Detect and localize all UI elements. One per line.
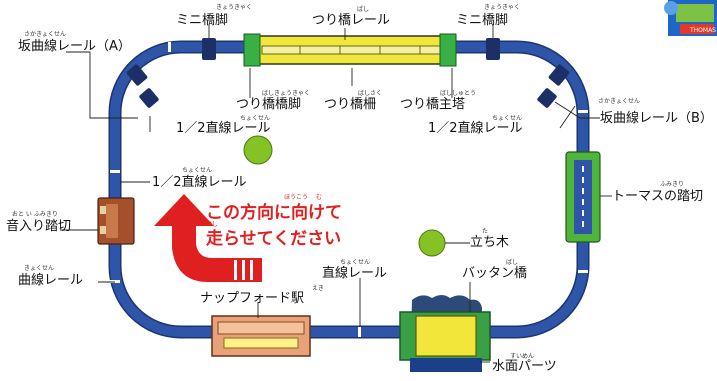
label-straight-rail: 直線レール (322, 265, 387, 281)
water-surface (410, 358, 482, 372)
label-half-straight-left: 1／2直線レール (176, 120, 271, 136)
label-ruby: ふみきり (660, 181, 684, 188)
label-sound-crossing: 音入り踏切 (6, 218, 71, 234)
label-ruby: ばし (506, 258, 518, 266)
direction-ruby-1: ほうこう (284, 194, 308, 201)
label-water-parts: 水面パーツ (492, 359, 557, 374)
slope-pier-right-2 (537, 88, 557, 108)
label-mini-pier-left: ミニ橋脚 (176, 12, 228, 28)
label-mini-pier-right: ミニ橋脚 (456, 12, 508, 28)
mini-pier-left (202, 38, 216, 60)
leader-lines (60, 24, 612, 363)
tree-top (243, 135, 273, 165)
product-box-image: THOMAS (664, 0, 717, 36)
label-ruby: ばしきょうきゃく (262, 89, 310, 97)
label-ruby: さかきょくせん (598, 98, 640, 105)
label-batan-bridge: バッタン橋 (462, 266, 527, 281)
label-ruby: ちょくせん (492, 115, 522, 122)
direction-text-line2: 走らせてください (206, 228, 341, 249)
label-half-straight-right: 1／2直線レール (428, 120, 523, 136)
label-slope-curve-a: 坂曲線レール（A） (18, 38, 131, 54)
direction-arrow (154, 194, 262, 282)
joint (110, 170, 120, 173)
joint (578, 270, 588, 273)
label-ruby: ちょくせん (240, 115, 270, 122)
label-ruby: えき (312, 285, 324, 292)
label-ruby: きょうきゃく (484, 4, 520, 11)
bridge-tower-right (439, 33, 457, 67)
joint (110, 280, 120, 283)
label-bridge-railing: つり橋柵 (324, 97, 376, 112)
suspension-bridge (243, 33, 457, 67)
joint (358, 327, 361, 337)
label-standing-tree: 立ち木 (470, 235, 509, 250)
label-ruby: きょくせん (24, 265, 54, 272)
sound-crossing (97, 197, 135, 245)
direction-ruby-3: はし (206, 221, 218, 228)
label-curve-rail: 曲線レール (18, 272, 83, 288)
product-box-label: THOMAS (689, 27, 716, 34)
label-ruby: きょうきゃく (216, 4, 252, 11)
tree-right (418, 229, 446, 257)
slope-pier-right (548, 64, 570, 86)
label-ruby: ばししゅとう (440, 89, 476, 97)
bridge-tower-left (243, 33, 261, 67)
knapford-station (211, 315, 311, 357)
label-ruby: た (482, 228, 488, 235)
slope-pier-left (126, 64, 148, 86)
label-slope-curve-b: 坂曲線レール（B） (600, 110, 713, 126)
label-ruby: ちょくせん (340, 259, 370, 266)
label-ruby: ばしさく (358, 89, 382, 97)
label-ruby: おと い ふみきり (12, 211, 58, 218)
label-suspension-rail: つり橋レール (312, 13, 390, 28)
label-ruby: さかきょくせん (24, 31, 66, 38)
mini-pier-right (486, 38, 500, 60)
joint (168, 42, 171, 52)
label-half-straight-mid: 1／2直線レール (152, 174, 247, 190)
label-ruby: すいめん (510, 353, 534, 360)
direction-ruby-2: む (316, 194, 322, 201)
batan-bridge (399, 295, 491, 372)
label-bridge-tower: つり橋主塔 (400, 97, 465, 112)
track-joints (110, 42, 588, 337)
label-bridge-pier: つり橋橋脚 (236, 96, 301, 112)
joint (578, 110, 588, 113)
slope-pier-left-2 (139, 88, 159, 108)
label-thomas-crossing: トーマスの踏切 (612, 189, 703, 204)
label-knapford-station: ナップフォード駅 (200, 291, 304, 306)
direction-text-line1: この方向に向けて (206, 202, 342, 223)
label-ruby: ばし (357, 5, 369, 13)
thomas-crossing (565, 151, 601, 243)
label-ruby: ちょくせん (182, 167, 212, 174)
